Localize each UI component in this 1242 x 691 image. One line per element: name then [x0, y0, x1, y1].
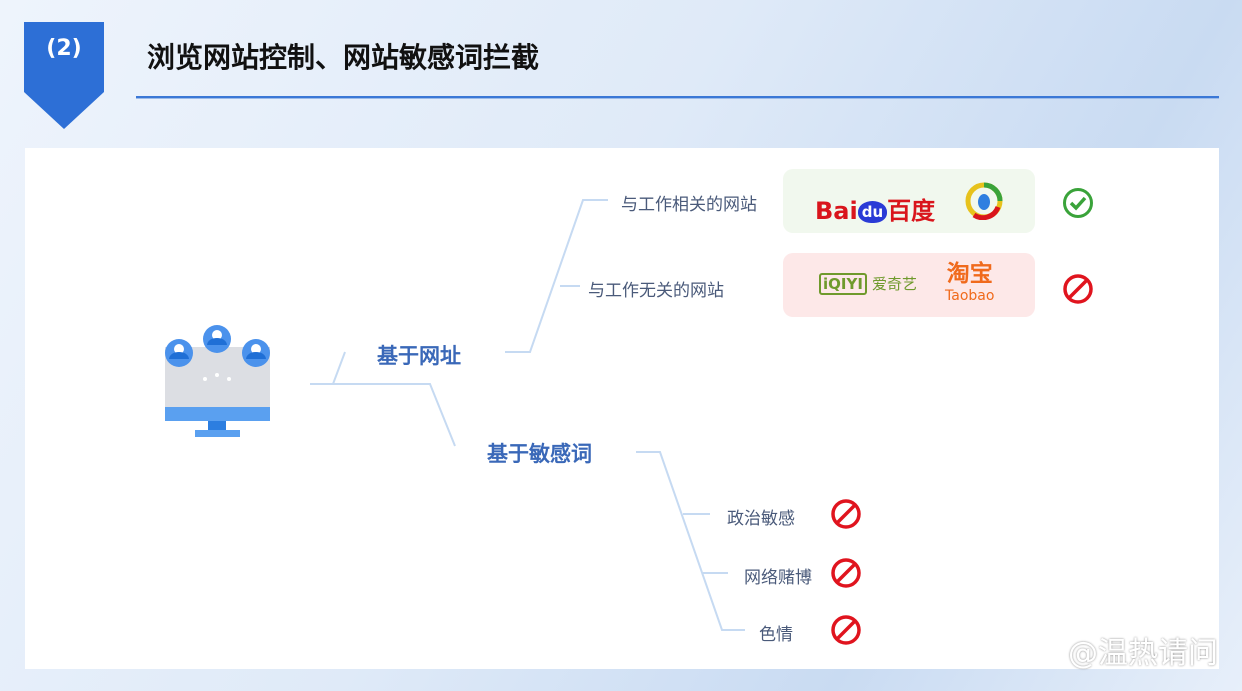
watermark: @温热请问 [1068, 636, 1218, 671]
check-circle-icon [1063, 188, 1093, 218]
prohibited-icon [831, 499, 861, 529]
section-badge [24, 22, 104, 92]
taobao-logo: 淘宝 Taobao [945, 261, 995, 304]
keyword-gambling: 网络赌博 [744, 568, 812, 588]
prohibited-icon [1063, 274, 1093, 304]
prohibited-icon [831, 615, 861, 645]
related-sites-label: 与工作相关的网站 [621, 195, 757, 215]
connector-keyword-children [636, 451, 745, 631]
unrelated-sites-label: 与工作无关的网站 [588, 281, 724, 301]
connector-root [310, 383, 456, 447]
iqiyi-logo: iQIYI 爱奇艺 [819, 273, 917, 295]
page-title: 浏览网站控制、网站敏感词拦截 [147, 41, 540, 74]
branch-keyword: 基于敏感词 [487, 442, 592, 466]
connector-url-children [505, 199, 608, 353]
section-badge-arrow [24, 92, 104, 129]
title-divider [136, 96, 1219, 99]
monitor-users-icon [165, 325, 270, 437]
blocked-sites-card: iQIYI 爱奇艺 淘宝 Taobao [783, 253, 1035, 317]
branch-url: 基于网址 [377, 344, 461, 368]
qq-logo [965, 182, 1003, 220]
keyword-porn: 色情 [759, 625, 793, 645]
section-number: (2) [46, 36, 82, 61]
connector-url [332, 351, 346, 385]
prohibited-icon [831, 558, 861, 588]
keyword-politics: 政治敏感 [727, 509, 795, 529]
